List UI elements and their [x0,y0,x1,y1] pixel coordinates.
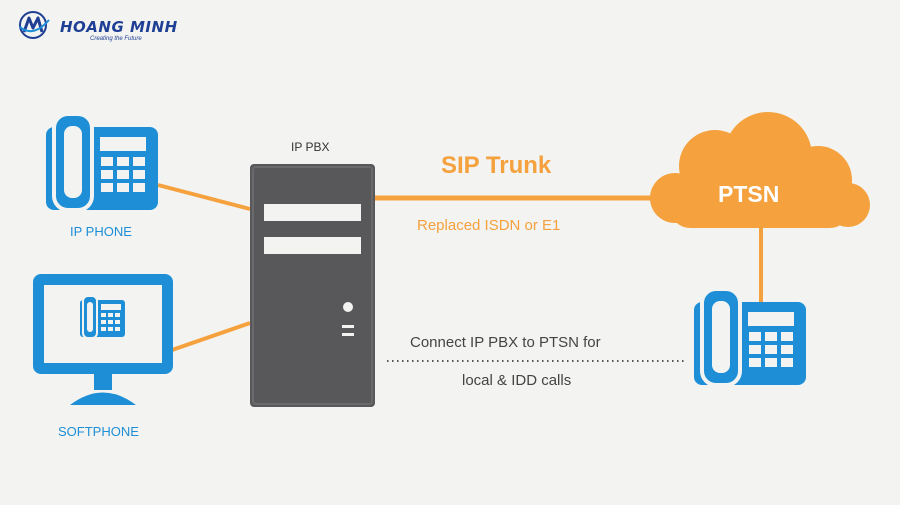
note-line-2: local & IDD calls [462,372,572,389]
link-ipphone-pbx [157,183,251,211]
ptsn-desk-phone-icon [694,287,806,387]
softphone-label: SOFTPHONE [58,424,139,439]
cloud-label: PTSN [718,181,780,207]
brand-mark-icon [19,11,50,39]
brand-name: HOANG MINH [60,18,178,36]
link-softphone-pbx [171,321,251,352]
note-line-1: Connect IP PBX to PTSN for [410,334,601,351]
ip-phone-icon [46,112,158,212]
sip-trunk-label: SIP Trunk [441,152,552,179]
ip-phone-label: IP PHONE [70,224,132,239]
ip-pbx-label: IP PBX [291,140,330,154]
softphone-screen-phone-icon [80,295,125,339]
ptsn-cloud-icon [650,112,870,228]
sip-trunk-subtitle: Replaced ISDN or E1 [417,217,561,234]
softphone-monitor-icon [33,274,173,405]
ip-pbx-server-icon [250,164,375,407]
brand-tagline: Creating the Future [90,36,142,42]
